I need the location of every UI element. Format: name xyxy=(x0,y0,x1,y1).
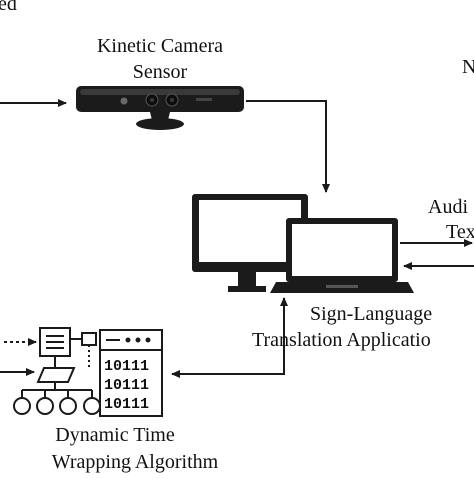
kinect-camera-icon xyxy=(76,86,244,130)
laptop-icon xyxy=(270,218,414,293)
binary-row: 10111 xyxy=(104,377,149,394)
label-camera-line2: Sensor xyxy=(132,61,188,83)
label-top-right-fragment: N xyxy=(462,56,474,78)
binary-row: 10111 xyxy=(104,358,149,375)
dtw-algorithm-icon xyxy=(13,327,163,417)
label-app-line2: Translation Applicatio xyxy=(252,329,431,351)
binary-row: 10111 xyxy=(104,396,149,413)
label-dtw-line1: Dynamic Time xyxy=(55,424,175,446)
label-right-line1: Audi xyxy=(428,196,468,218)
arrow-computer-dtw-link xyxy=(171,297,288,378)
label-camera-line1: Kinetic Camera xyxy=(96,35,224,57)
label-dtw-line2: Wrapping Algorithm xyxy=(51,451,219,473)
label-app-line1: Sign-Language xyxy=(310,303,433,325)
label-top-left-fragment: ed xyxy=(0,0,17,15)
desktop-monitor-icon xyxy=(192,194,308,292)
label-right-line2: Tex xyxy=(446,221,474,243)
arrow-camera-to-computer xyxy=(246,100,330,193)
